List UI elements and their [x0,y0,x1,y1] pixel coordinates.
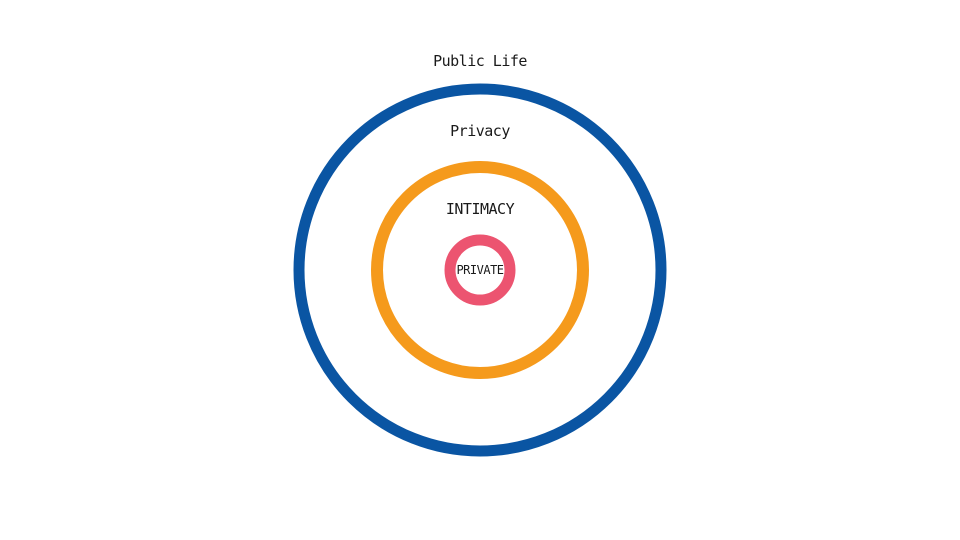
privacy-label: Privacy [450,122,510,140]
private-label: PRIVATE [456,263,503,277]
private-ring [444,234,516,306]
intimacy-ring [371,161,589,379]
public-life-ring [293,83,667,457]
public-life-label: Public Life [433,52,527,70]
intimacy-label: INTIMACY [446,200,515,218]
